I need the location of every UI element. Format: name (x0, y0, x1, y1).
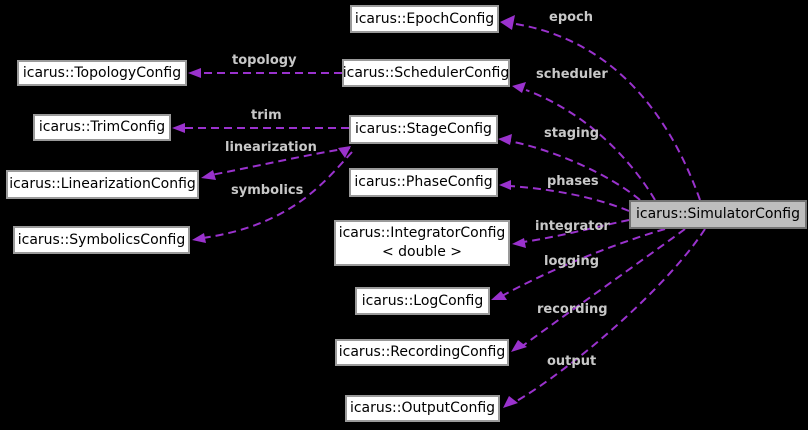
edge-recording (520, 228, 686, 348)
arrowhead-integrator-icon (512, 238, 526, 248)
edge-symbolics (202, 151, 353, 239)
node-label: icarus::TopologyConfig (22, 64, 182, 81)
edge-label-linearization: linearization (225, 140, 317, 155)
node-output-config[interactable]: icarus::OutputConfig (345, 395, 500, 422)
arrowhead-output-icon (503, 396, 518, 408)
edge-label-trim: trim (251, 108, 282, 123)
node-epoch-config[interactable]: icarus::EpochConfig (350, 5, 499, 33)
node-scheduler-config[interactable]: icarus::SchedulerConfig (342, 59, 510, 87)
arrowhead-topology-icon (188, 68, 201, 78)
node-phase-config[interactable]: icarus::PhaseConfig (349, 168, 498, 197)
edge-scheduler (525, 89, 656, 201)
node-log-config[interactable]: icarus::LogConfig (355, 287, 490, 315)
node-simulator-config[interactable]: icarus::SimulatorConfig (629, 200, 807, 229)
edge-label-staging: staging (544, 126, 600, 141)
edge-integrator (522, 219, 630, 243)
edge-label-recording: recording (537, 302, 608, 317)
arrowhead-epoch-icon (500, 15, 515, 30)
arrowhead-trim-icon (172, 123, 185, 133)
arrowhead-scheduler-icon (512, 82, 526, 93)
node-recording-config[interactable]: icarus::RecordingConfig (335, 339, 509, 366)
node-label: icarus::LinearizationConfig (9, 176, 196, 192)
node-integrator-config[interactable]: icarus::IntegratorConfig < double > (334, 220, 510, 266)
node-label: icarus::LogConfig (361, 292, 484, 309)
node-label: icarus::SchedulerConfig (342, 64, 510, 81)
node-label: icarus::IntegratorConfig (338, 225, 506, 241)
edge-epoch (515, 23, 701, 201)
edge-label-scheduler: scheduler (536, 67, 608, 82)
node-label: icarus::StageConfig (355, 121, 492, 137)
arrowhead-symbolics-icon (192, 233, 206, 243)
edge-label-topology: topology (232, 53, 297, 68)
edge-phases (509, 185, 630, 212)
node-label: icarus::PhaseConfig (354, 174, 493, 190)
node-label-template-arg: < double > (381, 244, 463, 260)
arrowhead-stage-junction-icon (338, 146, 351, 158)
edge-label-integrator: integrator (535, 219, 610, 234)
node-label: icarus::OutputConfig (349, 400, 496, 416)
edge-label-logging: logging (544, 254, 600, 269)
node-linearization-config[interactable]: icarus::LinearizationConfig (6, 170, 199, 199)
arrowhead-recording-icon (511, 340, 527, 352)
edge-label-epoch: epoch (549, 10, 594, 25)
edge-label-output: output (547, 354, 597, 369)
arrowhead-phases-icon (499, 180, 511, 190)
edge-output (514, 228, 706, 403)
node-label: icarus::SimulatorConfig (635, 206, 800, 222)
arrowhead-logging-icon (491, 291, 507, 300)
node-symbolics-config[interactable]: icarus::SymbolicsConfig (13, 226, 190, 254)
node-trim-config[interactable]: icarus::TrimConfig (33, 114, 171, 141)
edge-staging (508, 140, 641, 201)
arrowhead-staging-icon (498, 134, 512, 145)
node-stage-config[interactable]: icarus::StageConfig (349, 115, 498, 144)
edge-label-symbolics: symbolics (231, 183, 304, 198)
edge-linearization (210, 147, 351, 176)
node-label: icarus::EpochConfig (354, 10, 495, 27)
arrowhead-linearization-icon (201, 170, 216, 180)
node-topology-config[interactable]: icarus::TopologyConfig (17, 60, 187, 86)
edge-label-phases: phases (547, 174, 599, 189)
edge-logging (501, 228, 666, 297)
node-label: icarus::TrimConfig (38, 119, 166, 135)
node-label: icarus::RecordingConfig (338, 344, 506, 360)
node-label: icarus::SymbolicsConfig (17, 231, 186, 248)
